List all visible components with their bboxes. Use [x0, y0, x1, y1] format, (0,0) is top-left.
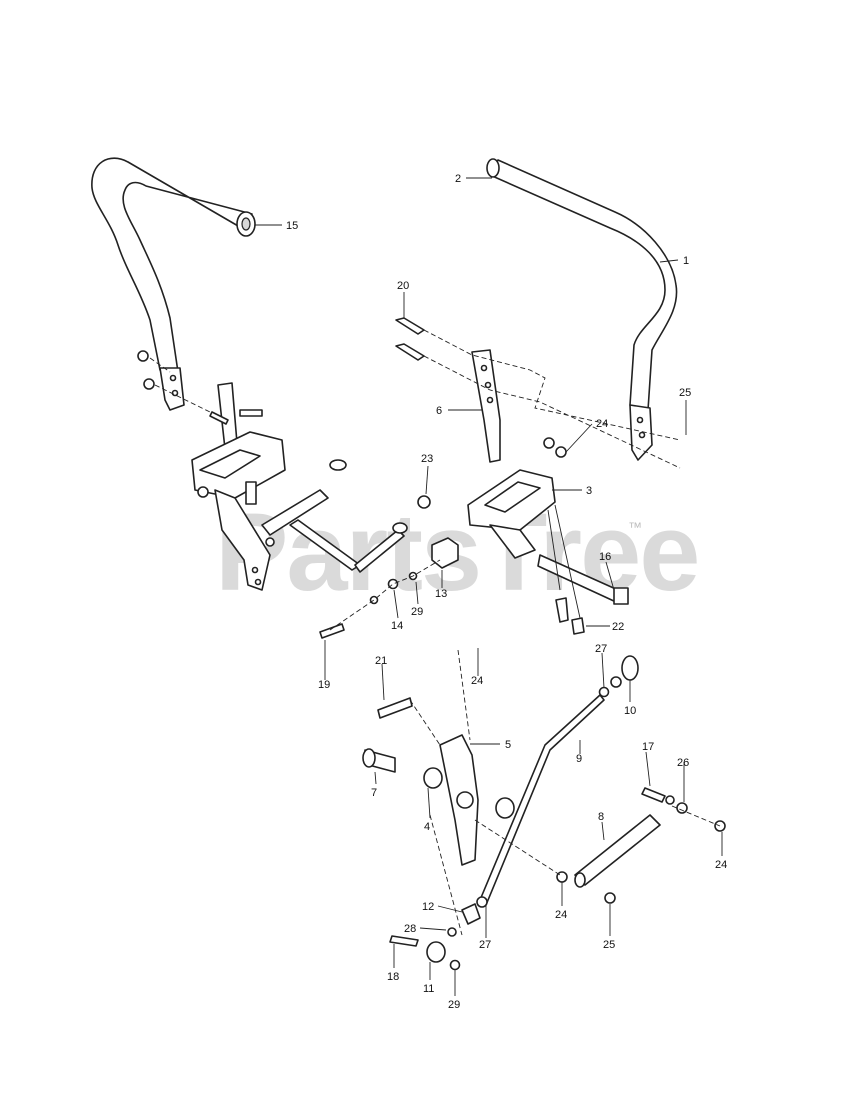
callout-22: 22	[612, 621, 624, 633]
handle-mount-bracket	[395, 317, 681, 469]
callout-6: 6	[436, 405, 442, 417]
callout-24-plate: 24	[596, 418, 608, 430]
callout-13: 13	[435, 588, 447, 600]
callout-16: 16	[599, 551, 611, 563]
callout-25-top: 25	[679, 387, 691, 399]
callout-labels: 15 2 1 3 20 6 25 23 24 16 22 13 29 14 19…	[286, 173, 727, 1011]
callout-27-bottom: 27	[479, 939, 491, 951]
callout-20: 20	[397, 280, 409, 292]
callout-10: 10	[624, 705, 636, 717]
callout-5: 5	[505, 739, 511, 751]
callout-17: 17	[642, 741, 654, 753]
callout-21: 21	[375, 655, 387, 667]
right-handle-bar	[486, 158, 678, 461]
callout-19: 19	[318, 679, 330, 691]
callout-11: 11	[423, 983, 434, 995]
callout-29-center: 29	[411, 606, 423, 618]
callout-7: 7	[371, 787, 377, 799]
callout-8: 8	[598, 811, 604, 823]
callout-24-arm: 24	[471, 675, 483, 687]
center-hardware	[319, 537, 459, 639]
lower-assembly	[362, 649, 726, 971]
callout-18: 18	[387, 971, 399, 983]
callout-3: 3	[586, 485, 592, 497]
callout-1: 1	[683, 255, 689, 267]
callout-15: 15	[286, 220, 298, 232]
callout-23: 23	[421, 453, 433, 465]
callout-4: 4	[424, 821, 430, 833]
callout-25-bottom: 25	[603, 939, 615, 951]
callout-24-bottom: 24	[555, 909, 567, 921]
callout-9: 9	[576, 753, 582, 765]
callout-14: 14	[391, 620, 403, 632]
callout-2: 2	[455, 173, 461, 185]
callout-26: 26	[677, 757, 689, 769]
callout-29-bottom: 29	[448, 999, 460, 1011]
callout-24-right: 24	[715, 859, 727, 871]
left-control-assembly	[191, 382, 408, 591]
callout-leaders	[255, 177, 723, 996]
callout-27-top: 27	[595, 643, 607, 655]
callout-28: 28	[404, 923, 416, 935]
right-mount-plate	[417, 437, 629, 635]
callout-12: 12	[422, 901, 434, 913]
left-handle-bar	[91, 157, 256, 411]
watermark-trademark: ™	[628, 519, 642, 535]
left-hardware	[137, 350, 263, 425]
